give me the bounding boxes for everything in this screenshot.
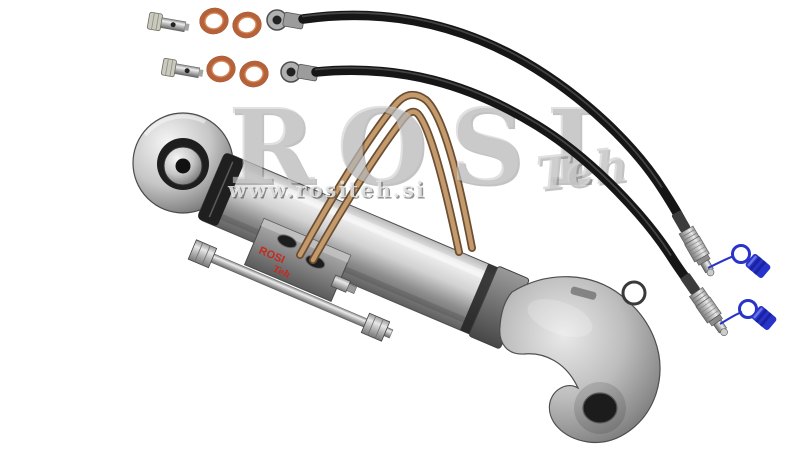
- top-link-assembly: ROSI Teh: [132, 90, 661, 444]
- cap-rib: [753, 260, 767, 275]
- washer-body: [239, 60, 269, 88]
- cylinder-body-group: ROSI Teh: [187, 153, 530, 349]
- block-fitting-tip: [346, 283, 357, 294]
- protective-cap-1: [745, 254, 771, 278]
- safety-clip-ring: [621, 280, 647, 306]
- hook-end: [499, 276, 661, 444]
- eye-highlight: [143, 114, 206, 137]
- ball-joint-end: [132, 112, 234, 214]
- handle-wire: [296, 90, 476, 264]
- wire-strand-outer: [297, 92, 475, 258]
- watermark: ROSI ROSI Teh Teh www.rositeh.si www.ros…: [227, 85, 632, 210]
- bolt-cross-hole: [170, 22, 176, 28]
- copper-washer-4: [239, 60, 269, 88]
- nut-facet: [367, 315, 377, 336]
- cap-loop-2: [738, 299, 758, 319]
- hydraulic-hoses: [298, 10, 699, 295]
- washer-highlight: [237, 16, 257, 34]
- ball-hole: [175, 158, 191, 174]
- bolt-facet: [151, 12, 155, 30]
- bolt-tip: [198, 69, 204, 77]
- quick-coupler-2: [677, 270, 734, 341]
- watermark-brand-shadow: ROSI: [230, 87, 619, 210]
- cap-rib: [759, 312, 773, 327]
- copper-washer-2: [232, 11, 262, 39]
- nut-facet: [194, 242, 204, 263]
- protective-cap-2: [751, 306, 777, 330]
- hydraulic-hose-1: [298, 10, 689, 232]
- banjo-bolt-2: [160, 57, 204, 79]
- wire-strand-inner: [310, 109, 462, 263]
- nut-facet: [374, 318, 384, 339]
- bolt-head: [160, 57, 177, 78]
- tube-highlight: [242, 169, 501, 285]
- banjo-bolt-1: [146, 11, 190, 33]
- cap-loop-1: [731, 244, 751, 264]
- hose-banjo-eye-2: [280, 61, 319, 83]
- hose-banjo-eye-1: [266, 9, 305, 31]
- washer-highlight: [204, 12, 224, 30]
- hose-1-sheen: [301, 12, 663, 188]
- collar-sheen: [208, 161, 234, 218]
- cap-highlight: [747, 255, 757, 267]
- washer-body: [232, 11, 262, 39]
- bolt-cross-hole: [184, 68, 190, 74]
- couplers-and-caps: [668, 208, 777, 341]
- cap-cord-2: [719, 311, 743, 325]
- copper-washer-3: [206, 55, 236, 83]
- watermark-website: www.rositeh.si: [227, 177, 426, 202]
- bolt-facet: [165, 58, 169, 76]
- latch-slot: [570, 286, 597, 300]
- cap-rib: [749, 256, 762, 271]
- bolt-tip: [184, 23, 190, 31]
- cap-rib: [755, 308, 768, 323]
- washer-body: [206, 55, 236, 83]
- eye-hole: [286, 67, 296, 77]
- bolt-facet: [155, 13, 160, 31]
- washer-body: [199, 7, 229, 35]
- nut-facet: [201, 245, 211, 266]
- hydraulic-port-1: [277, 234, 297, 249]
- copper-washer-1: [199, 7, 229, 35]
- loose-fittings-group: [146, 7, 319, 88]
- watermark-website-shadow: www.rositeh.si: [229, 179, 428, 204]
- seal-ring: [460, 263, 498, 334]
- hose-2-sheen: [314, 66, 672, 256]
- cap-highlight: [753, 307, 763, 319]
- hook-highlight: [527, 298, 593, 338]
- cap-cord-1: [707, 255, 735, 269]
- bolt-facet: [169, 59, 174, 77]
- hook-pin-hole: [582, 392, 618, 424]
- hydraulic-hose-2: [311, 65, 699, 295]
- bolt-head: [146, 11, 163, 32]
- watermark-brand: ROSI: [228, 85, 617, 208]
- eye-hole: [272, 15, 282, 25]
- washer-highlight: [211, 60, 231, 78]
- washer-highlight: [244, 65, 264, 83]
